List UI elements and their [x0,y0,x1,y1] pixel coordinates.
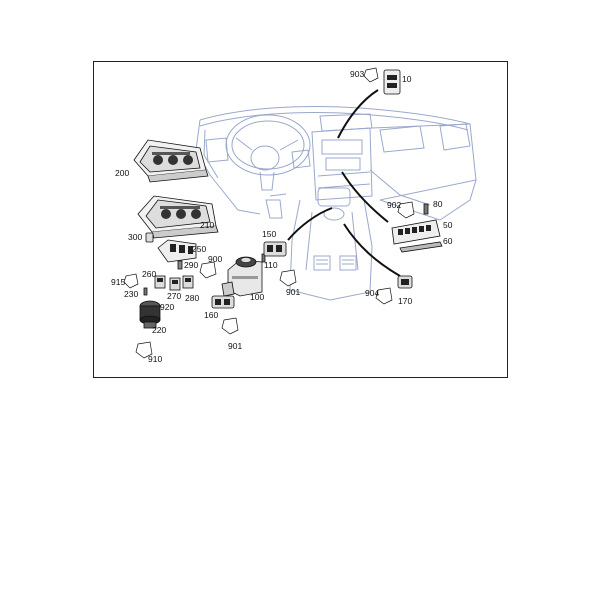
part-60-trim-strip [399,241,443,253]
label-280: 280 [185,293,199,303]
label-100: 100 [250,292,264,302]
label-50: 50 [443,220,453,230]
label-915: 915 [111,277,125,287]
label-230: 230 [124,289,138,299]
dashboard-outline [195,106,477,301]
label-270: 270 [167,291,181,301]
part-150-switch [263,241,287,257]
label-300: 300 [128,232,142,242]
part-901-connector-lower [221,317,239,335]
part-100-controller [221,256,263,297]
leader-lines [287,89,401,277]
label-170: 170 [398,296,412,306]
label-220: 220 [152,325,166,335]
part-170-switch [397,275,413,289]
label-80: 80 [433,199,443,209]
part-200-control-panel [133,139,209,183]
label-160: 160 [204,310,218,320]
part-900-connector [199,261,217,279]
label-900: 900 [208,254,222,264]
part-110-screw [261,253,266,263]
label-260: 260 [142,269,156,279]
label-904: 904 [365,288,379,298]
part-300-clip [145,232,154,243]
part-904-connector [375,287,393,305]
part-270-switch [169,277,181,291]
part-290-screw [177,260,183,270]
label-920: 920 [160,302,174,312]
part-910-connector [135,341,153,359]
part-280-switch [182,275,194,289]
label-210: 210 [200,220,214,230]
part-250-switch-block [157,239,197,263]
label-902: 902 [387,200,401,210]
label-250: 250 [192,244,206,254]
label-60: 60 [443,236,453,246]
part-915-connector [123,273,139,289]
label-200: 200 [115,168,129,178]
label-901-upper: 901 [286,287,300,297]
label-910: 910 [148,354,162,364]
part-80-screw [423,203,429,215]
part-901-connector-upper [279,269,297,287]
part-220-rotary-knob [139,300,161,329]
part-10-switch [363,67,401,95]
part-160-switch [211,295,235,309]
part-210-control-panel [137,195,219,239]
part-50-button-panel [391,219,441,245]
part-230-screw [143,287,148,296]
part-260-switch [154,275,166,289]
label-290: 290 [184,260,198,270]
label-150: 150 [262,229,276,239]
part-902-connector [397,201,415,219]
label-903: 903 [350,69,364,79]
label-110: 110 [264,260,278,270]
label-10: 10 [402,74,412,84]
callout-labels: 903 10 200 210 300 250 290 260 915 230 2… [111,69,453,364]
label-901-lower: 901 [228,341,242,351]
